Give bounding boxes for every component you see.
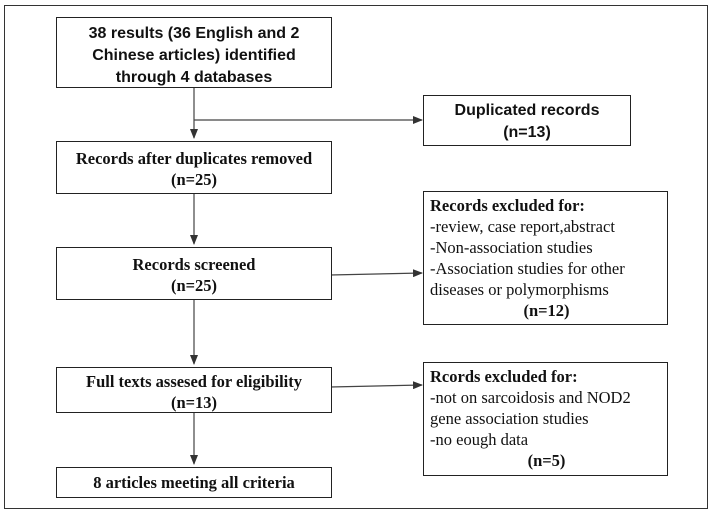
excluded-screening-reason-3: -Association studies for other [430,259,625,278]
arrow-screened-to-excluded [329,269,423,278]
full-text-count: (n=13) [170,393,218,412]
included-box: 8 articles meeting all criteria [56,467,332,498]
after-duplicates-title: Records after duplicates removed [75,149,313,168]
excluded-screening-count: (n=12) [523,301,570,320]
duplicates-title: Duplicated records [454,102,600,119]
identified-line-3: through 4 databases [115,69,273,86]
excluded-screening-reason-4: diseases or polymorphisms [430,280,609,299]
figure-frame [4,5,708,509]
excluded-screening-title: Records excluded for: [430,196,585,215]
excluded-screening-reason-1: -review, case report,abstract [430,217,615,236]
duplicates-count: (n=13) [503,124,551,141]
after-duplicates-box: Records after duplicates removed (n=25) [56,141,332,194]
identified-line-1: 38 results (36 English and 2 [88,25,300,42]
excluded-full-text-reason-2: gene association studies [430,409,589,428]
arrow-fulltext-to-excluded [329,381,423,390]
excluded-screening-box: Records excluded for: -review, case repo… [423,191,668,325]
full-text-title: Full texts assesed for eligibility [85,372,302,391]
screened-box: Records screened (n=25) [56,247,332,300]
screened-count: (n=25) [170,276,218,295]
excluded-full-text-reason-3: -no eough data [430,430,529,449]
screened-title: Records screened [132,255,256,274]
identified-line-2: Chinese articles) identified [92,47,296,64]
excluded-screening-reason-2: -Non-association studies [430,238,593,257]
excluded-full-text-title: Rcords excluded for: [430,367,578,386]
excluded-full-text-count: (n=5) [527,451,566,470]
identified-box: 38 results (36 English and 2 Chinese art… [56,17,332,88]
duplicates-box: Duplicated records (n=13) [423,95,631,146]
excluded-full-text-box: Rcords excluded for: -not on sarcoidosis… [423,362,668,476]
included-title: 8 articles meeting all criteria [93,473,295,492]
excluded-full-text-reason-1: -not on sarcoidosis and NOD2 [430,388,631,407]
after-duplicates-count: (n=25) [170,170,218,189]
full-text-box: Full texts assesed for eligibility (n=13… [56,367,332,413]
